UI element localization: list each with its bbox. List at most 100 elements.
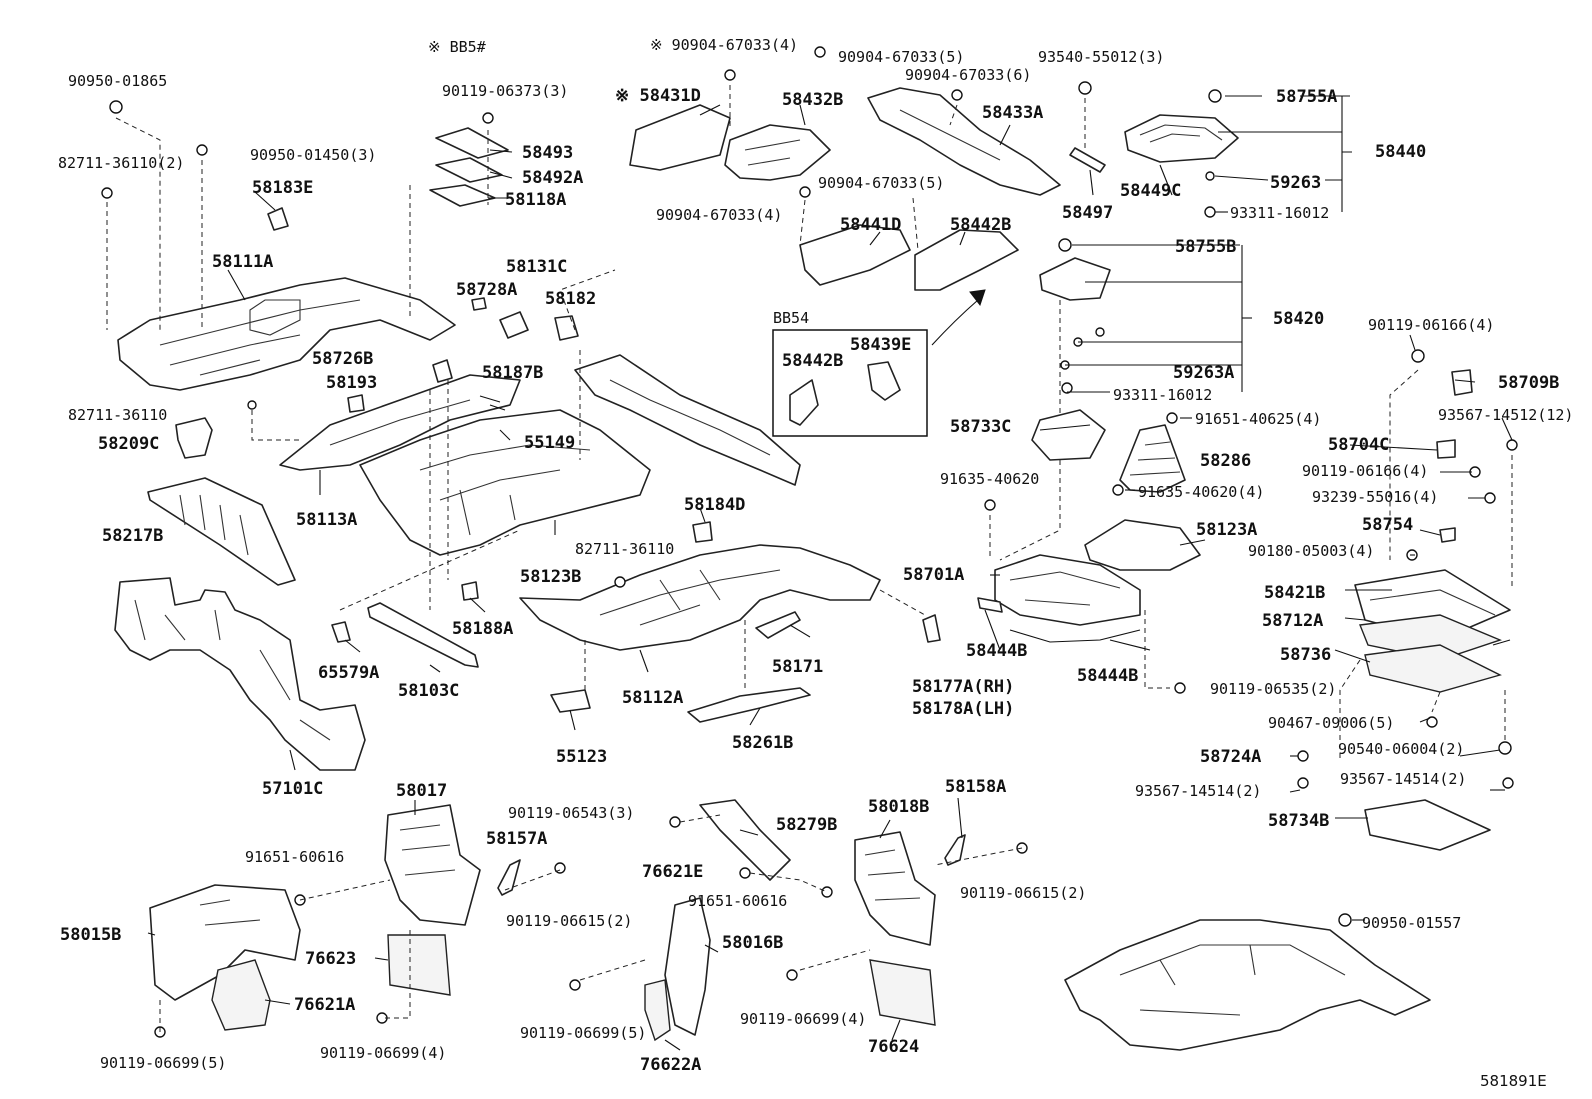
part-58157A (497, 859, 521, 896)
label-58103C: 58103C (398, 681, 459, 701)
label-82711-36110-2: 82711-36110(2) (58, 154, 184, 172)
label-58286: 58286 (1200, 451, 1251, 471)
label-58123B: 58123B (520, 567, 581, 587)
label-58754: 58754 (1362, 515, 1413, 535)
part-58712A (1359, 614, 1502, 661)
label-90119-06615-2-left: 90119-06615(2) (506, 912, 632, 930)
part-76622A (644, 979, 671, 1042)
label-90950-01450-3: 90950-01450(3) (250, 146, 376, 164)
part-58733C (1031, 409, 1106, 461)
label-58444B-left: 58444B (966, 641, 1027, 661)
label-90904-67033-4: 90904-67033(4) (656, 206, 782, 224)
label-90904-67033-5-top: 90904-67033(5) (838, 48, 964, 66)
label-65579A: 65579A (318, 663, 379, 683)
label-76621E: 76621E (642, 862, 703, 882)
inset-parts (789, 361, 901, 426)
label-58433A: 58433A (982, 103, 1043, 123)
part-65579A (331, 621, 351, 643)
part-58431D (629, 104, 731, 171)
label-58182: 58182 (545, 289, 596, 309)
part-58209C (175, 417, 213, 459)
part-58709B (1451, 369, 1473, 396)
label-58442B-inset: 58442B (782, 351, 843, 371)
label-90904-67033-5: 90904-67033(5) (818, 174, 944, 192)
label-58016B: 58016B (722, 933, 783, 953)
label-91635-40620: 91635-40620 (940, 470, 1039, 488)
part-58131C (499, 311, 529, 339)
label-58123A: 58123A (1196, 520, 1257, 540)
label-90904-67033-6: 90904-67033(6) (905, 66, 1031, 84)
label-58420: 58420 (1273, 309, 1324, 329)
label-58193: 58193 (326, 373, 377, 393)
label-91651-40625-4: 91651-40625(4) (1195, 410, 1321, 428)
part-58193 (347, 394, 365, 413)
label-58113A: 58113A (296, 510, 357, 530)
label-58171: 58171 (772, 657, 823, 677)
label-93567-14514-2-left: 93567-14514(2) (1135, 782, 1261, 800)
part-58420 (1039, 257, 1111, 301)
part-58123B (359, 409, 651, 556)
label-58217B: 58217B (102, 526, 163, 546)
part-58444B-lower (1009, 629, 1141, 643)
label-90119-06615-2-right: 90119-06615(2) (960, 884, 1086, 902)
part-58444B-upper (977, 597, 1003, 613)
label-58157A: 58157A (486, 829, 547, 849)
label-90119-06373-3: 90119-06373(3) (442, 82, 568, 100)
part-lower-floor-frame (1064, 919, 1431, 1051)
part-58261B (687, 687, 811, 723)
label-58755B: 58755B (1175, 237, 1236, 257)
label-58018B: 58018B (868, 797, 929, 817)
part-58183E (267, 207, 289, 231)
part-58113A (279, 374, 521, 471)
label-58178A-LH: 58178A(LH) (912, 699, 1014, 719)
part-58286 (1119, 424, 1186, 493)
inset-box-bb54 (772, 329, 928, 437)
part-58017 (384, 804, 481, 926)
label-76623: 76623 (305, 949, 356, 969)
arrow-head (969, 289, 986, 307)
part-58734B (1364, 799, 1491, 851)
label-82711-36110-mid: 82711-36110 (575, 540, 674, 558)
label-82711-36110: 82711-36110 (68, 406, 167, 424)
part-58493 (435, 127, 509, 159)
label-58017: 58017 (396, 781, 447, 801)
label-90119-06699-5-left: 90119-06699(5) (100, 1054, 226, 1072)
label-58183E: 58183E (252, 178, 313, 198)
part-tunnel-rail (574, 354, 801, 486)
part-58184D (692, 521, 713, 543)
part-58433A (867, 87, 1061, 196)
part-76621A (211, 959, 271, 1031)
part-58441D (799, 224, 911, 286)
label-58733C: 58733C (950, 417, 1011, 437)
label-91651-60616-left: 91651-60616 (245, 848, 344, 866)
label-58734B: 58734B (1268, 811, 1329, 831)
label-58444B-right: 58444B (1077, 666, 1138, 686)
part-58279B (699, 799, 791, 881)
label-90119-06543-3: 90119-06543(3) (508, 804, 634, 822)
label-93540-55012-3: 93540-55012(3) (1038, 48, 1164, 66)
label-58112A: 58112A (622, 688, 683, 708)
label-58209C: 58209C (98, 434, 159, 454)
part-58182 (554, 315, 579, 341)
part-58118A (429, 184, 496, 207)
label-58492A: 58492A (522, 168, 583, 188)
arrow-to-58442B (931, 299, 979, 346)
label-58726B: 58726B (312, 349, 373, 369)
note-bb5: ※ BB5# (428, 38, 486, 56)
part-58497 (1069, 147, 1106, 173)
part-58754 (1439, 527, 1456, 543)
label-58177A-RH: 58177A(RH) (912, 677, 1014, 697)
label-93239-55016-4: 93239-55016(4) (1312, 488, 1438, 506)
label-55149: 55149 (524, 433, 575, 453)
label-58724A: 58724A (1200, 747, 1261, 767)
label-58421B: 58421B (1264, 583, 1325, 603)
label-note-90904-67033-4: ※ 90904-67033(4) (650, 36, 798, 54)
label-58728A: 58728A (456, 280, 517, 300)
label-76624: 76624 (868, 1037, 919, 1057)
label-inset-title: BB54 (773, 309, 809, 327)
label-58442B-top: 58442B (950, 215, 1011, 235)
label-58187B: 58187B (482, 363, 543, 383)
label-90119-06699-4-left: 90119-06699(4) (320, 1044, 446, 1062)
part-58016B (664, 897, 711, 1036)
